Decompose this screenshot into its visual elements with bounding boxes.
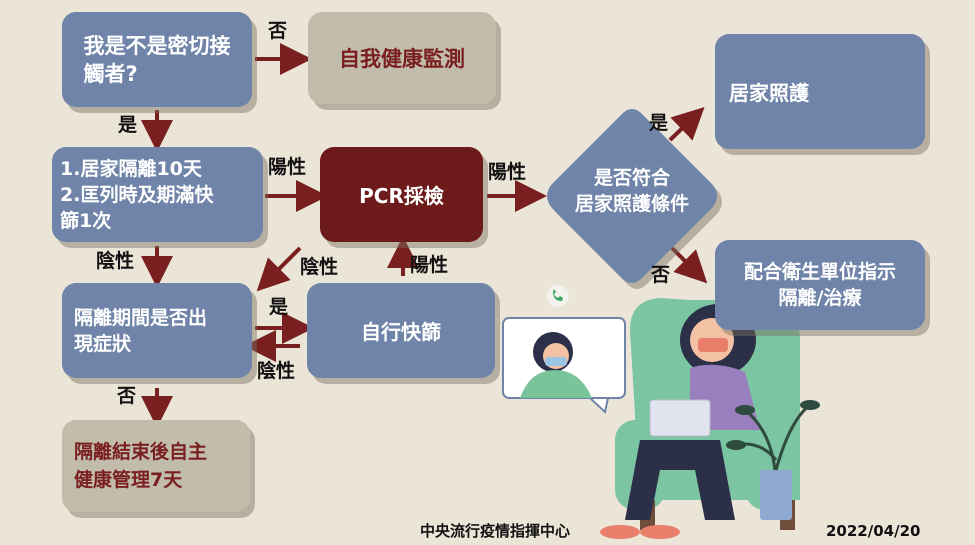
label-yes-selftest: 是 xyxy=(269,296,289,318)
footer-date: 2022/04/20 xyxy=(826,522,921,540)
label-negative-selftest: 陰性 xyxy=(257,360,296,382)
label-no-monitor: 否 xyxy=(268,20,288,42)
arrow-to-health-unit xyxy=(670,246,708,284)
quarantine-box: 1.居家隔離10天 2.匡列時及期滿快 篩1次 xyxy=(52,147,263,242)
label-positive-quarantine-pcr: 陽性 xyxy=(268,156,307,178)
home-care-text: 居家照護 xyxy=(729,81,809,105)
label-negative-quarantine: 陰性 xyxy=(96,250,135,272)
label-positive-selftest: 陽性 xyxy=(410,254,449,276)
symptoms-check-box: 隔離期間是否出 現症狀 xyxy=(62,283,252,378)
quarantine-text: 1.居家隔離10天 2.匡列時及期滿快 篩1次 xyxy=(60,157,214,232)
home-care-box: 居家照護 xyxy=(715,34,925,149)
self-monitor-text: 自我健康監測 xyxy=(339,47,465,71)
home-care-check-diamond xyxy=(547,109,717,283)
arrow-to-home-care xyxy=(668,106,705,142)
health-unit-text: 配合衛生單位指示 隔離/治療 xyxy=(743,261,896,309)
label-positive-pcr-diamond: 陽性 xyxy=(488,161,527,183)
health-unit-box: 配合衛生單位指示 隔離/治療 xyxy=(715,240,925,330)
home-care-check-text: 是否符合 居家照護條件 xyxy=(552,165,712,217)
end-quarantine-text: 隔離結束後自主 健康管理7天 xyxy=(74,441,208,491)
contact-check-box: 我是不是密切接 觸者? xyxy=(62,12,252,107)
label-negative-pcr: 陰性 xyxy=(300,256,339,278)
pcr-box: PCR採檢 xyxy=(320,147,483,242)
woman-with-laptop-illustration xyxy=(600,298,820,539)
footer-org: 中央流行疫情指揮中心 xyxy=(420,522,571,540)
pcr-text: PCR採檢 xyxy=(359,184,444,208)
label-no-health-unit: 否 xyxy=(651,264,671,286)
self-monitor-box: 自我健康監測 xyxy=(308,12,496,104)
label-no-end: 否 xyxy=(117,385,137,407)
end-quarantine-box: 隔離結束後自主 健康管理7天 xyxy=(62,420,250,512)
label-yes-quarantine: 是 xyxy=(118,114,138,136)
self-test-box: 自行快篩 xyxy=(307,283,495,378)
home-care-check-label: 是否符合 居家照護條件 xyxy=(574,167,689,215)
video-call-illustration xyxy=(502,285,626,414)
arrow-pcr-negative xyxy=(256,246,302,292)
symptoms-check-text: 隔離期間是否出 現症狀 xyxy=(74,306,208,355)
label-yes-home-care: 是 xyxy=(649,112,669,134)
contact-check-text: 我是不是密切接 觸者? xyxy=(83,33,231,86)
self-test-text: 自行快篩 xyxy=(361,320,441,344)
